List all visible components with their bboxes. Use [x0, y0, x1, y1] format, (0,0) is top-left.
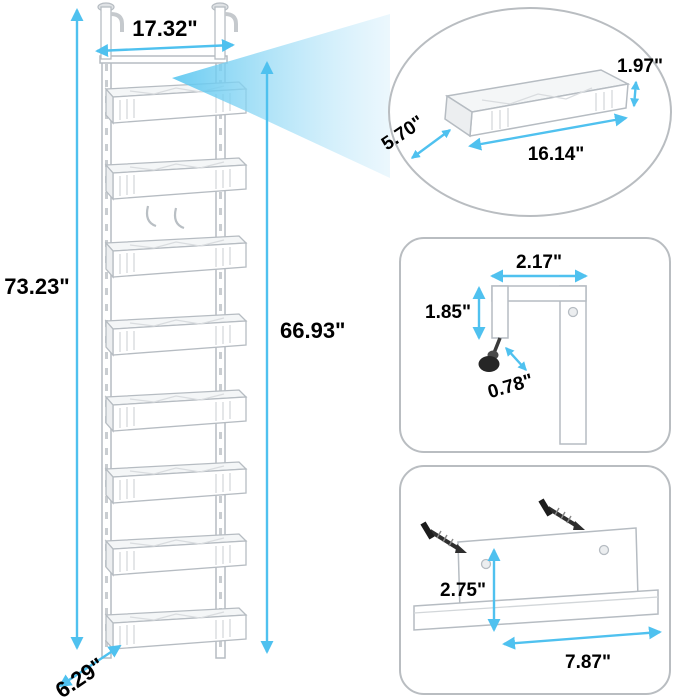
- hook-knob-arrow: [505, 347, 527, 371]
- hook-drop-height-label: 1.85": [425, 302, 471, 323]
- magnifier-beam: [172, 14, 390, 178]
- basket-height-label: 1.97": [617, 56, 663, 77]
- depth-arrow: [58, 644, 122, 688]
- rack-basket-stack-height-label: 66.93": [280, 318, 345, 343]
- hanging-hook-icon: [173, 207, 185, 230]
- bracket-height-label: 2.75": [440, 580, 486, 601]
- basket-detail-callout: 1.97" 16.14" 5.70": [378, 7, 672, 217]
- rack-total-height-label: 73.23": [4, 274, 69, 299]
- door-hook-figure: [478, 285, 587, 445]
- bracket-length-label: 7.87": [565, 652, 611, 673]
- top-width-arrow: [95, 38, 235, 58]
- basket-length-label: 16.14": [528, 144, 585, 165]
- door-hook-right: [211, 2, 238, 60]
- rack-top-width-label: 17.32": [132, 16, 197, 41]
- bracket-length-arrow: [502, 626, 662, 650]
- rack-illustration: [97, 2, 247, 659]
- wall-bracket-figure: [413, 500, 659, 631]
- door-hook-detail-callout: 2.17" 1.85" 0.78": [399, 237, 671, 453]
- basket-height-arrow: [630, 80, 640, 108]
- screw-hole-icon: [567, 306, 579, 318]
- basket-depth-arrow: [410, 129, 452, 159]
- wall-bracket-detail-callout: 2.75" 7.87": [399, 465, 671, 695]
- hook-top-width-label: 2.17": [516, 252, 562, 273]
- screw-hole-icon: [598, 544, 610, 556]
- hook-callout-border: [399, 237, 671, 453]
- tightening-knob-icon: [478, 356, 500, 372]
- hanging-hook-icon: [145, 205, 157, 228]
- door-hook-left: [97, 2, 124, 60]
- screw-hole-icon: [480, 558, 492, 570]
- basket-length-arrow: [468, 113, 628, 151]
- top-crossbar: [99, 55, 228, 64]
